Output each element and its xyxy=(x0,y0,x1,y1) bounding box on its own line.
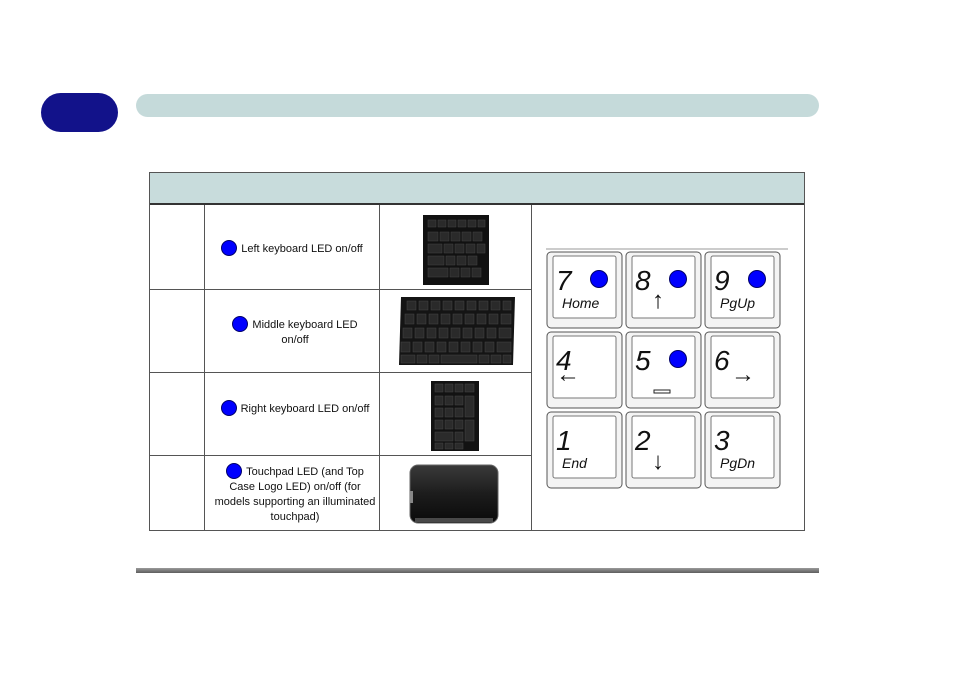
row-divider xyxy=(150,372,531,373)
led-indicator-icon xyxy=(221,240,238,256)
led-indicator-icon xyxy=(669,350,687,368)
table-row: Right keyboard LED on/off xyxy=(220,400,370,417)
key-number-label: 8 xyxy=(635,265,651,296)
key-number-label: 7 xyxy=(556,265,573,296)
led-function-table: Left keyboard LED on/off Middle keyboard… xyxy=(149,172,805,531)
keyboard-right-image xyxy=(431,381,479,451)
row-description: Right keyboard LED on/off xyxy=(240,403,370,415)
key-number-label: 5 xyxy=(635,345,651,376)
key-number-label: 2 xyxy=(634,425,651,456)
row-description: Touchpad LED (and Top Case Logo LED) on/… xyxy=(214,466,376,523)
key-sub-label: ↑ xyxy=(652,287,664,314)
keypad-key-2: 2↓ xyxy=(625,411,702,489)
key-sub-label: Home xyxy=(562,295,600,311)
keypad-key-5: 5 xyxy=(625,331,702,409)
touchpad-image xyxy=(409,464,499,524)
keyboard-middle-image xyxy=(399,297,515,365)
table-row: Middle keyboard LED on/off xyxy=(220,316,370,348)
column-divider xyxy=(379,205,380,531)
table-row: Touchpad LED (and Top Case Logo LED) on/… xyxy=(214,463,376,525)
led-indicator-icon xyxy=(220,400,237,416)
key-number-label: 1 xyxy=(556,425,572,456)
key-sub-label: ← xyxy=(556,361,580,388)
footer-rule xyxy=(136,568,819,573)
key-number-label: 3 xyxy=(714,425,730,456)
led-indicator-icon xyxy=(669,270,687,288)
table-row: Left keyboard LED on/off xyxy=(208,240,376,257)
key-number-label: 4 xyxy=(556,345,572,376)
key-number-label: 9 xyxy=(714,265,730,296)
column-divider xyxy=(531,205,532,531)
keypad-key-6: 6→ xyxy=(704,331,781,409)
row-description: Middle keyboard LED on/off xyxy=(252,319,358,346)
key-sub-label: End xyxy=(562,455,588,471)
column-divider xyxy=(204,205,205,531)
keypad-key-8: 8↑ xyxy=(625,251,702,329)
key-sub-label: PgDn xyxy=(720,455,755,471)
led-indicator-icon xyxy=(748,270,766,288)
key-sub-label: → xyxy=(731,361,755,388)
header-bar xyxy=(136,94,819,117)
led-indicator-icon xyxy=(232,316,249,332)
led-indicator-icon xyxy=(590,270,608,288)
row-description: Left keyboard LED on/off xyxy=(241,243,363,255)
keyboard-left-image xyxy=(423,215,489,285)
led-indicator-icon xyxy=(226,463,243,479)
key-number-label: 6 xyxy=(714,345,730,376)
row-divider xyxy=(150,289,531,290)
key-sub-label: ↓ xyxy=(652,448,664,475)
table-header xyxy=(150,173,804,205)
row-divider xyxy=(150,455,531,456)
keypad-key-4: 4← xyxy=(546,331,623,409)
key-sub-label xyxy=(653,389,671,394)
key-sub-label: PgUp xyxy=(720,295,755,311)
chapter-tab xyxy=(41,93,118,132)
